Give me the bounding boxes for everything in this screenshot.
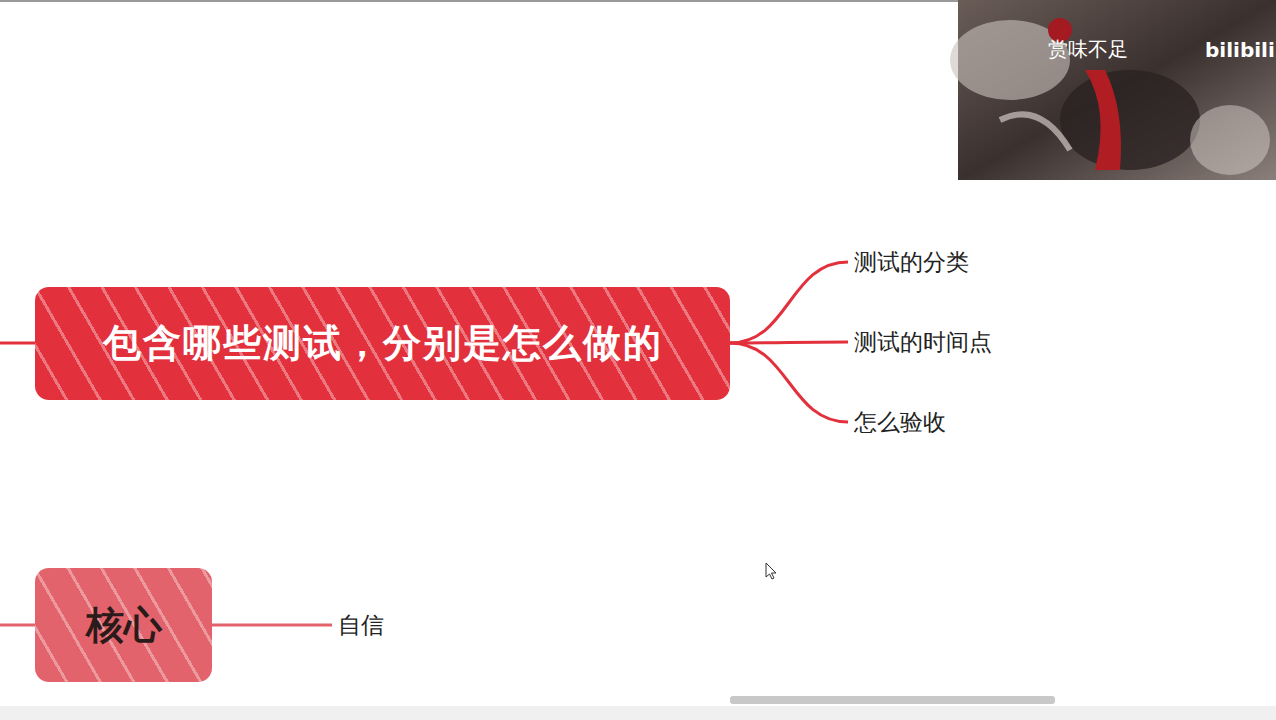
topic-box: 包含哪些测试，分别是怎么做的 bbox=[35, 287, 730, 400]
branch-text: 测试的分类 bbox=[850, 245, 973, 280]
mouse-cursor bbox=[766, 563, 776, 579]
branch-text: 怎么验收 bbox=[850, 405, 950, 440]
branch-connector bbox=[730, 343, 848, 422]
topic-box: 核心 bbox=[35, 568, 212, 682]
branch-connector bbox=[212, 624, 332, 627]
watermark-text: 赏味不足 bbox=[1048, 36, 1128, 63]
node-text: 测试的时间点 bbox=[854, 327, 992, 358]
watermark-logo: bilibili bbox=[1205, 38, 1275, 62]
branch-connector bbox=[730, 262, 848, 343]
branch-text: 自信 bbox=[334, 608, 388, 643]
node-text: 测试的分类 bbox=[854, 247, 969, 278]
incoming-branch bbox=[0, 624, 36, 627]
node-text: 核心 bbox=[86, 600, 162, 651]
node-text: 怎么验收 bbox=[854, 407, 946, 438]
node-text: 自信 bbox=[338, 610, 384, 641]
branch-connector bbox=[730, 342, 848, 343]
video-thumbnail bbox=[950, 0, 1276, 180]
incoming-branch bbox=[0, 342, 36, 345]
scrollbar bbox=[730, 696, 1055, 704]
node-text: 包含哪些测试，分别是怎么做的 bbox=[103, 318, 663, 369]
status-bar bbox=[0, 706, 1276, 720]
branch-text: 测试的时间点 bbox=[850, 325, 996, 360]
